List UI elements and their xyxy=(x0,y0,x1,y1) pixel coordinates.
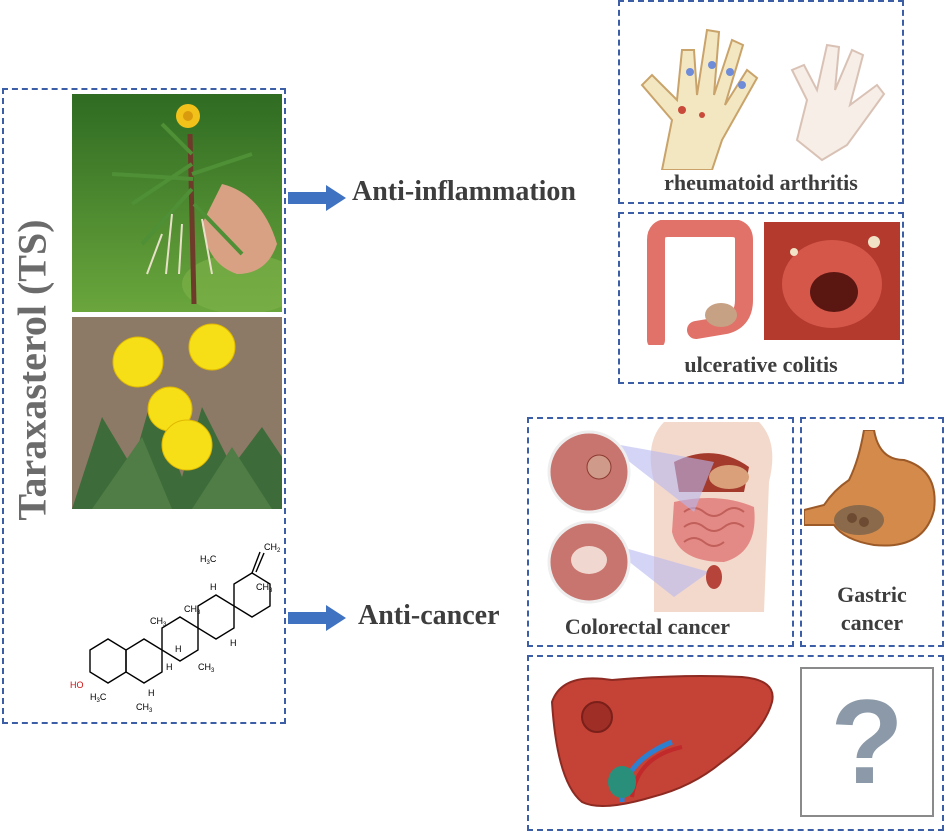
uc-label: ulcerative colitis xyxy=(684,352,838,377)
uc-panel xyxy=(618,212,904,384)
question-mark-icon: ? xyxy=(830,675,904,809)
svg-text:H: H xyxy=(175,644,182,654)
taraxasterol-structure: CH2 H3C CH3 CH3 CH3 CH3 H3C CH3 HO H H H… xyxy=(60,520,285,720)
crc-label: Colorectal cancer xyxy=(564,614,731,639)
svg-text:H: H xyxy=(166,662,173,672)
compound-name: Taraxasterol (TS) xyxy=(9,219,55,521)
liver-panel xyxy=(527,655,944,831)
dandelion-flower-photo xyxy=(72,317,282,509)
svg-text:CH2: CH2 xyxy=(264,542,281,554)
svg-text:CH3: CH3 xyxy=(150,616,167,628)
endoscopy-photo xyxy=(764,222,900,340)
gastric-label-line2: cancer xyxy=(840,610,904,635)
compound-panel xyxy=(2,88,286,724)
ra-label: rheumatoid arthritis xyxy=(664,170,858,195)
anti-cancer-label: Anti-cancer xyxy=(358,600,500,631)
svg-text:CH3: CH3 xyxy=(198,662,215,674)
compound-name-vertical: Taraxasterol (TS) xyxy=(8,150,56,590)
inflammation-arrow xyxy=(288,185,346,211)
svg-text:H: H xyxy=(210,582,217,592)
svg-text:CH3: CH3 xyxy=(256,582,273,594)
colon-illustration xyxy=(636,220,756,345)
svg-text:CH3: CH3 xyxy=(136,702,153,714)
crc-illustration xyxy=(544,422,784,612)
crc-panel xyxy=(527,417,794,647)
unknown-box xyxy=(800,667,934,817)
cancer-arrow xyxy=(288,605,346,631)
ra-panel xyxy=(618,0,904,204)
svg-text:CH3: CH3 xyxy=(184,604,201,616)
svg-text:HO: HO xyxy=(70,680,84,690)
dandelion-root-photo xyxy=(72,94,282,312)
gastric-label-line1: Gastric xyxy=(837,582,907,607)
stomach-illustration xyxy=(804,430,940,555)
svg-text:H3C: H3C xyxy=(90,692,107,704)
gastric-panel xyxy=(800,417,944,647)
svg-text:H: H xyxy=(230,638,237,648)
ra-hand-illustration xyxy=(622,10,900,170)
liver-illustration xyxy=(542,662,787,822)
svg-text:H3C: H3C xyxy=(200,554,217,566)
anti-inflammation-label: Anti-inflammation xyxy=(352,176,576,207)
svg-text:H: H xyxy=(148,688,155,698)
